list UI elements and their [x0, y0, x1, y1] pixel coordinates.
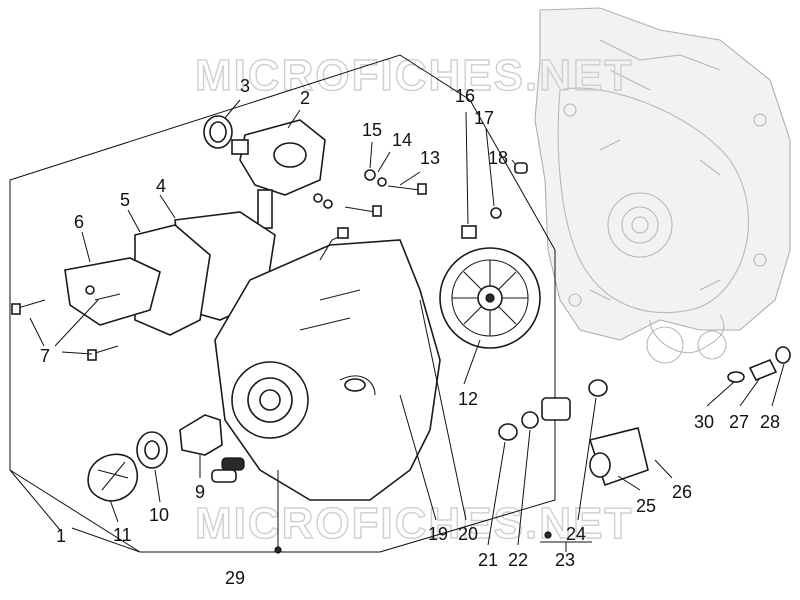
- callout-29: 29: [225, 568, 245, 588]
- callout-23: 23: [555, 550, 575, 570]
- callout-5: 5: [120, 190, 130, 210]
- callout-26: 26: [672, 482, 692, 502]
- engine-crankcase-ghost: [534, 7, 791, 364]
- callout-28: 28: [760, 412, 780, 432]
- callout-2: 2: [300, 88, 310, 108]
- callout-25: 25: [636, 496, 656, 516]
- callout-20: 20: [458, 524, 478, 544]
- callout-24: 24: [566, 524, 586, 544]
- callout-9: 9: [195, 482, 205, 502]
- group-dot-23: [544, 531, 552, 539]
- callout-19: 19: [428, 524, 448, 544]
- callout-13: 13: [420, 148, 440, 168]
- callout-27: 27: [729, 412, 749, 432]
- rotor-fasteners: [461, 162, 528, 239]
- impeller-assembly: [87, 414, 245, 502]
- water-pump-body: [231, 119, 326, 229]
- filter-parts: [498, 379, 649, 487]
- watermark-bottom: MICROFICHES.NET: [195, 499, 633, 548]
- callout-11: 11: [113, 525, 132, 545]
- bolts: [11, 293, 121, 361]
- rotor: [439, 247, 541, 349]
- callout-21: 21: [478, 550, 498, 570]
- callout-labels: 1 2 3 4 5 6 7 9 10 11 12 13 14 15 16 17 …: [40, 76, 780, 588]
- callout-6: 6: [74, 212, 84, 232]
- screws-washers: [313, 169, 427, 217]
- seal-ring: [203, 115, 233, 149]
- small-fittings: [727, 346, 791, 383]
- group-dot-29: [274, 546, 282, 554]
- assembly-outline: [9, 54, 556, 553]
- callout-10: 10: [149, 505, 169, 525]
- callout-22: 22: [508, 550, 528, 570]
- callout-15: 15: [362, 120, 382, 140]
- callout-14: 14: [392, 130, 412, 150]
- main-cover: [214, 227, 441, 501]
- leader-lines: [9, 99, 785, 553]
- callout-7: 7: [40, 346, 50, 366]
- callout-12: 12: [458, 389, 478, 409]
- watermark-top: MICROFICHES.NET: [195, 51, 633, 100]
- callout-30: 30: [694, 412, 714, 432]
- callout-3: 3: [240, 76, 250, 96]
- callout-16: 16: [455, 86, 475, 106]
- callout-18: 18: [488, 148, 508, 168]
- callout-1: 1: [56, 526, 66, 546]
- callout-17: 17: [474, 108, 494, 128]
- callout-4: 4: [156, 176, 166, 196]
